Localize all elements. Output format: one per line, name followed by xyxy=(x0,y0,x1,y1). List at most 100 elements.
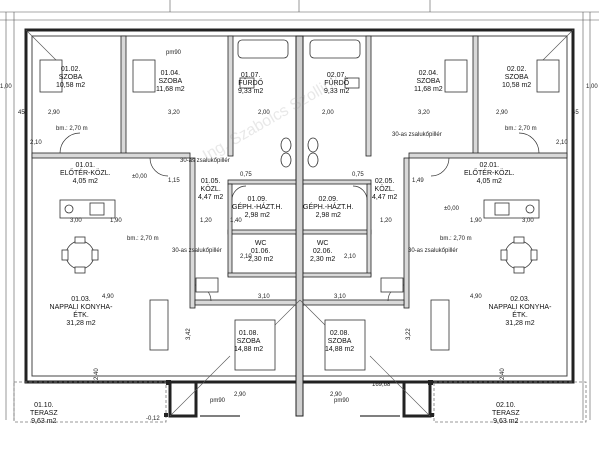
room-area: 9,33 m2 xyxy=(238,88,264,95)
room-name: WC xyxy=(254,240,267,247)
door-swings xyxy=(59,132,540,302)
dimension-label: 3,10 xyxy=(258,294,270,300)
interior-walls xyxy=(31,35,568,309)
room-area: 2,98 m2 xyxy=(244,212,270,219)
dimension-label: 2,90 xyxy=(330,392,342,398)
room-number: 02.07. xyxy=(326,72,347,79)
ceiling-height-note: bm.: 2,70 m xyxy=(56,126,88,132)
dining-tables xyxy=(61,236,538,274)
room-area: 2,30 m2 xyxy=(248,256,274,263)
room-01-01: 01.01. ELŐTÉR-KÖZL. 4,05 m2 xyxy=(60,162,111,186)
room-area: 9,63 m2 xyxy=(493,418,519,425)
room-number: 02.01. xyxy=(479,162,500,169)
dimension-label: 3,20 xyxy=(168,110,180,116)
room-name: SZOBA xyxy=(236,338,261,345)
dimension-label: 3,10 xyxy=(334,294,346,300)
room-name: KÖZL. xyxy=(200,186,221,193)
room-name: SZOBA xyxy=(327,338,352,345)
room-01-03: 01.03. NAPPALI KONYHA-ÉTK. 31,28 m2 xyxy=(46,296,116,328)
room-number: 02.08. xyxy=(329,330,350,337)
window-mark: pm90 xyxy=(166,50,182,56)
room-number: 01.06. xyxy=(250,248,271,255)
dimension-label: 4,90 xyxy=(470,294,482,300)
room-name: SZOBA xyxy=(158,78,183,85)
room-name: NAPPALI KONYHA-ÉTK. xyxy=(488,304,552,319)
room-01-05: 01.05. KÖZL. 4,47 m2 xyxy=(198,178,223,202)
dimension-label: 2,00 xyxy=(322,110,334,116)
room-area: 14,88 m2 xyxy=(325,346,355,353)
dimension-label: 2,00 xyxy=(258,110,270,116)
room-name: ELŐTÉR-KÖZL. xyxy=(60,170,111,177)
dimension-label: 3,00 xyxy=(70,218,82,224)
dimension-label: 1,40 xyxy=(230,218,242,224)
room-area: 2,30 m2 xyxy=(310,256,336,263)
room-02-03: 02.03. NAPPALI KONYHA-ÉTK. 31,28 m2 xyxy=(485,296,555,328)
room-number: 02.03. xyxy=(510,296,530,303)
room-area: 14,88 m2 xyxy=(234,346,264,353)
dimension-label: 0,75 xyxy=(240,172,252,178)
room-area: 4,05 m2 xyxy=(72,178,98,185)
south-bay-walls xyxy=(168,382,432,418)
pillar-label: 169,68 xyxy=(372,382,391,388)
room-name: KÖZL. xyxy=(374,186,395,193)
dimension-label: 1,15 xyxy=(168,178,180,184)
room-name: TERASZ xyxy=(492,410,520,417)
room-area: 4,47 m2 xyxy=(198,194,224,201)
dimension-label-vertical: 3,22 xyxy=(406,328,412,340)
dimension-label-vertical: 2,40 xyxy=(94,368,100,380)
room-number: 02.09. xyxy=(318,196,339,203)
room-01-10: 01.10. TERASZ 9,63 m2 xyxy=(30,402,58,426)
room-area: 11,68 m2 xyxy=(156,86,185,93)
room-number: 01.02. xyxy=(60,66,81,73)
room-01-08: 01.08. SZOBA 14,88 m2 xyxy=(234,330,263,354)
level-mark: -0,12 xyxy=(146,416,160,422)
pillar-note: 30-as zsalukőpillér xyxy=(408,248,458,254)
room-name: SZOBA xyxy=(58,74,83,81)
room-number: 01.01. xyxy=(75,162,96,169)
dimension-label: 2,10 xyxy=(30,140,42,146)
dimension-label: 0,75 xyxy=(352,172,364,178)
room-number: 01.07. xyxy=(240,72,261,79)
room-area: 9,33 m2 xyxy=(324,88,350,95)
room-number: 01.04. xyxy=(160,70,181,77)
room-area: 4,05 m2 xyxy=(476,178,502,185)
dimension-label: 2,90 xyxy=(234,392,246,398)
dimension-label: 1,20 xyxy=(200,218,212,224)
dimension-label: 1,90 xyxy=(470,218,482,224)
dimension-label-vertical: 3,42 xyxy=(186,328,192,340)
level-mark: ±0,00 xyxy=(444,206,459,212)
party-wall xyxy=(295,35,304,417)
room-number: 01.05. xyxy=(200,178,221,185)
ceiling-height-note: bm.: 2,70 m xyxy=(440,236,472,242)
room-02-04: 02.04. SZOBA 11,68 m2 xyxy=(414,70,443,94)
room-02-10: 02.10. TERASZ 9,63 m2 xyxy=(492,402,520,426)
room-number: 01.08. xyxy=(238,330,259,337)
room-02-06: WC 02.06. 2,30 m2 xyxy=(310,240,335,264)
room-area: 4,47 m2 xyxy=(372,194,398,201)
dimension-label: 1,90 xyxy=(110,218,122,224)
window-mark: pm90 xyxy=(334,398,350,404)
dimension-label: 3,20 xyxy=(418,110,430,116)
room-name: GÉPH.-HÁZT.H. xyxy=(232,204,283,211)
room-number: 01.03. xyxy=(71,296,91,303)
room-02-08: 02.08. SZOBA 14,88 m2 xyxy=(325,330,354,354)
dimension-label: 1,49 xyxy=(412,178,424,184)
room-area: 2,98 m2 xyxy=(315,212,341,219)
dimension-label: 1,00 xyxy=(0,84,12,90)
room-area: 11,68 m2 xyxy=(414,86,443,93)
room-name: FÜRDŐ xyxy=(324,80,350,87)
pillar-note: 30-as zsalukőpillér xyxy=(180,158,230,164)
room-01-04: 01.04. SZOBA 11,68 m2 xyxy=(156,70,185,94)
room-02-01: 02.01. ELŐTÉR-KÖZL. 4,05 m2 xyxy=(464,162,515,186)
room-01-07: 01.07. FÜRDŐ 9,33 m2 xyxy=(238,72,263,96)
room-area: 10,58 m2 xyxy=(56,82,86,89)
room-01-09: 01.09. GÉPH.-HÁZT.H. 2,98 m2 xyxy=(232,196,283,220)
room-01-06: WC 01.06. 2,30 m2 xyxy=(248,240,273,264)
dimension-label: 45 xyxy=(572,110,579,116)
bathroom-fixtures xyxy=(237,39,361,168)
window-marks xyxy=(25,29,574,417)
dimension-label: 2,10 xyxy=(556,140,568,146)
room-name: ELŐTÉR-KÖZL. xyxy=(464,170,515,177)
room-name: TERASZ xyxy=(30,410,58,417)
